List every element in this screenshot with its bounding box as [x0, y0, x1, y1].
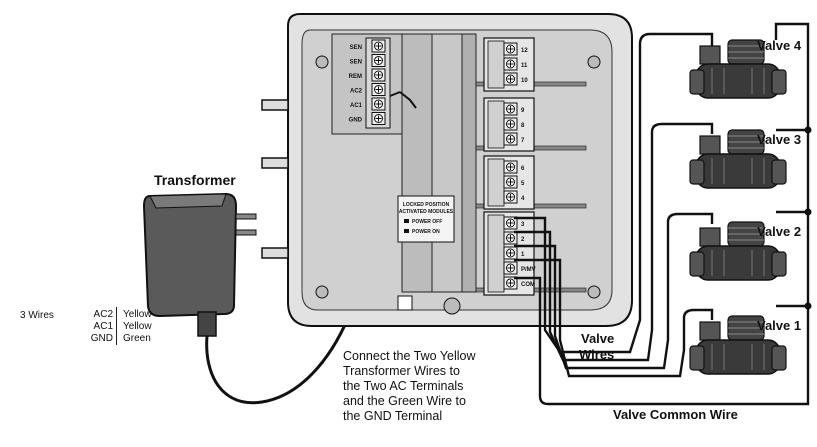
station-screw — [503, 175, 518, 189]
instruction-line: the Two AC Terminals — [343, 379, 464, 393]
terminal-screw — [371, 83, 386, 96]
wire-terminal: AC2 — [93, 309, 113, 320]
power-off-label: POWER OFF — [412, 219, 442, 225]
wire-color: Yellow — [123, 309, 152, 320]
station-screw — [503, 190, 518, 204]
terminal-label: AC1 — [350, 103, 363, 109]
base-module: 3 2 1P/MV COM — [483, 211, 536, 296]
terminal-screw — [371, 112, 386, 125]
lock-position-label: LOCKED POSITION — [403, 202, 450, 208]
wire-color: Green — [123, 333, 151, 344]
terminal-label: SEN — [350, 45, 362, 51]
solenoid-valve — [689, 129, 787, 189]
station-screw — [503, 276, 518, 290]
station-modules: 12 11 10 9 8 7 6 5 4 3 2 1P/MV COM LOCKED POSITIONACT… — [399, 37, 536, 296]
valves — [689, 39, 787, 375]
terminal-screw — [371, 68, 386, 82]
valve-label-4: Valve 4 — [757, 38, 802, 53]
station-screw — [503, 216, 518, 230]
power-off-marker — [404, 219, 409, 223]
station-label: 11 — [521, 63, 528, 69]
solenoid-valve — [689, 221, 787, 281]
station-label: COM — [521, 282, 535, 288]
wire-color-list: Yellow Yellow Green — [123, 309, 152, 345]
station-label: 2 — [521, 237, 525, 243]
solenoid-valve — [689, 39, 787, 99]
valve-wires-label: Valve — [581, 331, 615, 346]
solenoid-valve — [689, 315, 787, 375]
station-screw — [503, 132, 518, 146]
valve-label-1: Valve 1 — [757, 318, 802, 333]
station-screw — [503, 160, 518, 174]
station-screw — [503, 42, 518, 56]
station-screw — [503, 102, 518, 116]
terminal-label: GND — [349, 118, 363, 124]
instruction-line: Connect the Two Yellow — [343, 349, 476, 363]
terminal-label: REM — [349, 74, 362, 80]
instructions: Connect the Two Yellow Transformer Wires… — [343, 349, 476, 424]
terminal-label: SEN — [350, 60, 362, 66]
transformer-title: Transformer — [154, 172, 236, 188]
station-label: 5 — [521, 181, 525, 187]
wire-count-label: 3 Wires — [20, 310, 54, 321]
terminal-screw — [371, 97, 386, 111]
common-wire-junctions — [804, 126, 812, 310]
wire-color: Yellow — [123, 321, 152, 332]
controller-case — [261, 13, 633, 327]
ac-wire — [389, 91, 401, 97]
transformer — [142, 192, 257, 337]
station-label: 12 — [521, 48, 528, 54]
wire-legend-divider — [116, 307, 117, 345]
station-label: 6 — [521, 166, 525, 172]
station-label: 1 — [521, 252, 525, 258]
wire-terminal-list: AC2 AC1 GND — [67, 309, 113, 345]
station-label: 10 — [521, 78, 528, 84]
station-screw — [503, 261, 518, 275]
station-screw — [503, 72, 518, 86]
instruction-line: and the Green Wire to — [343, 394, 466, 408]
station-screw — [503, 231, 518, 245]
module-stations-7-9: 9 8 7 — [483, 97, 535, 152]
instruction-line: the GND Terminal — [343, 409, 443, 423]
terminal-label: AC2 — [350, 89, 363, 95]
module-stations-4-6: 6 5 4 — [483, 155, 535, 210]
station-label: P/MV — [521, 267, 536, 273]
station-label: 7 — [521, 138, 525, 144]
valve-label-3: Valve 3 — [757, 132, 802, 147]
station-label: 9 — [521, 108, 525, 114]
wire-terminal: AC1 — [93, 321, 113, 332]
station-screw — [503, 117, 518, 131]
station-label: 4 — [521, 196, 525, 202]
terminal-screw — [371, 54, 386, 67]
station-label: 3 — [521, 222, 525, 228]
valve-label-2: Valve 2 — [757, 224, 802, 239]
power-on-marker — [404, 229, 409, 233]
valve-common-wire-label: Valve Common Wire — [613, 407, 738, 422]
power-on-label: POWER ON — [412, 229, 440, 235]
lock-modules-label: ACTIVATED MODULES — [399, 209, 454, 215]
ac-wire — [399, 91, 417, 109]
station-screw — [503, 57, 518, 71]
valve-wiring — [514, 22, 810, 406]
station-label: 8 — [521, 123, 525, 129]
valve-wires-label: Wires — [579, 347, 615, 362]
module-stations-10-12: 12 11 10 — [483, 37, 535, 92]
station-screw — [503, 246, 518, 260]
wire-terminal: GND — [90, 333, 113, 344]
instruction-line: Transformer Wires to — [343, 364, 460, 378]
terminal-screw — [371, 39, 386, 53]
